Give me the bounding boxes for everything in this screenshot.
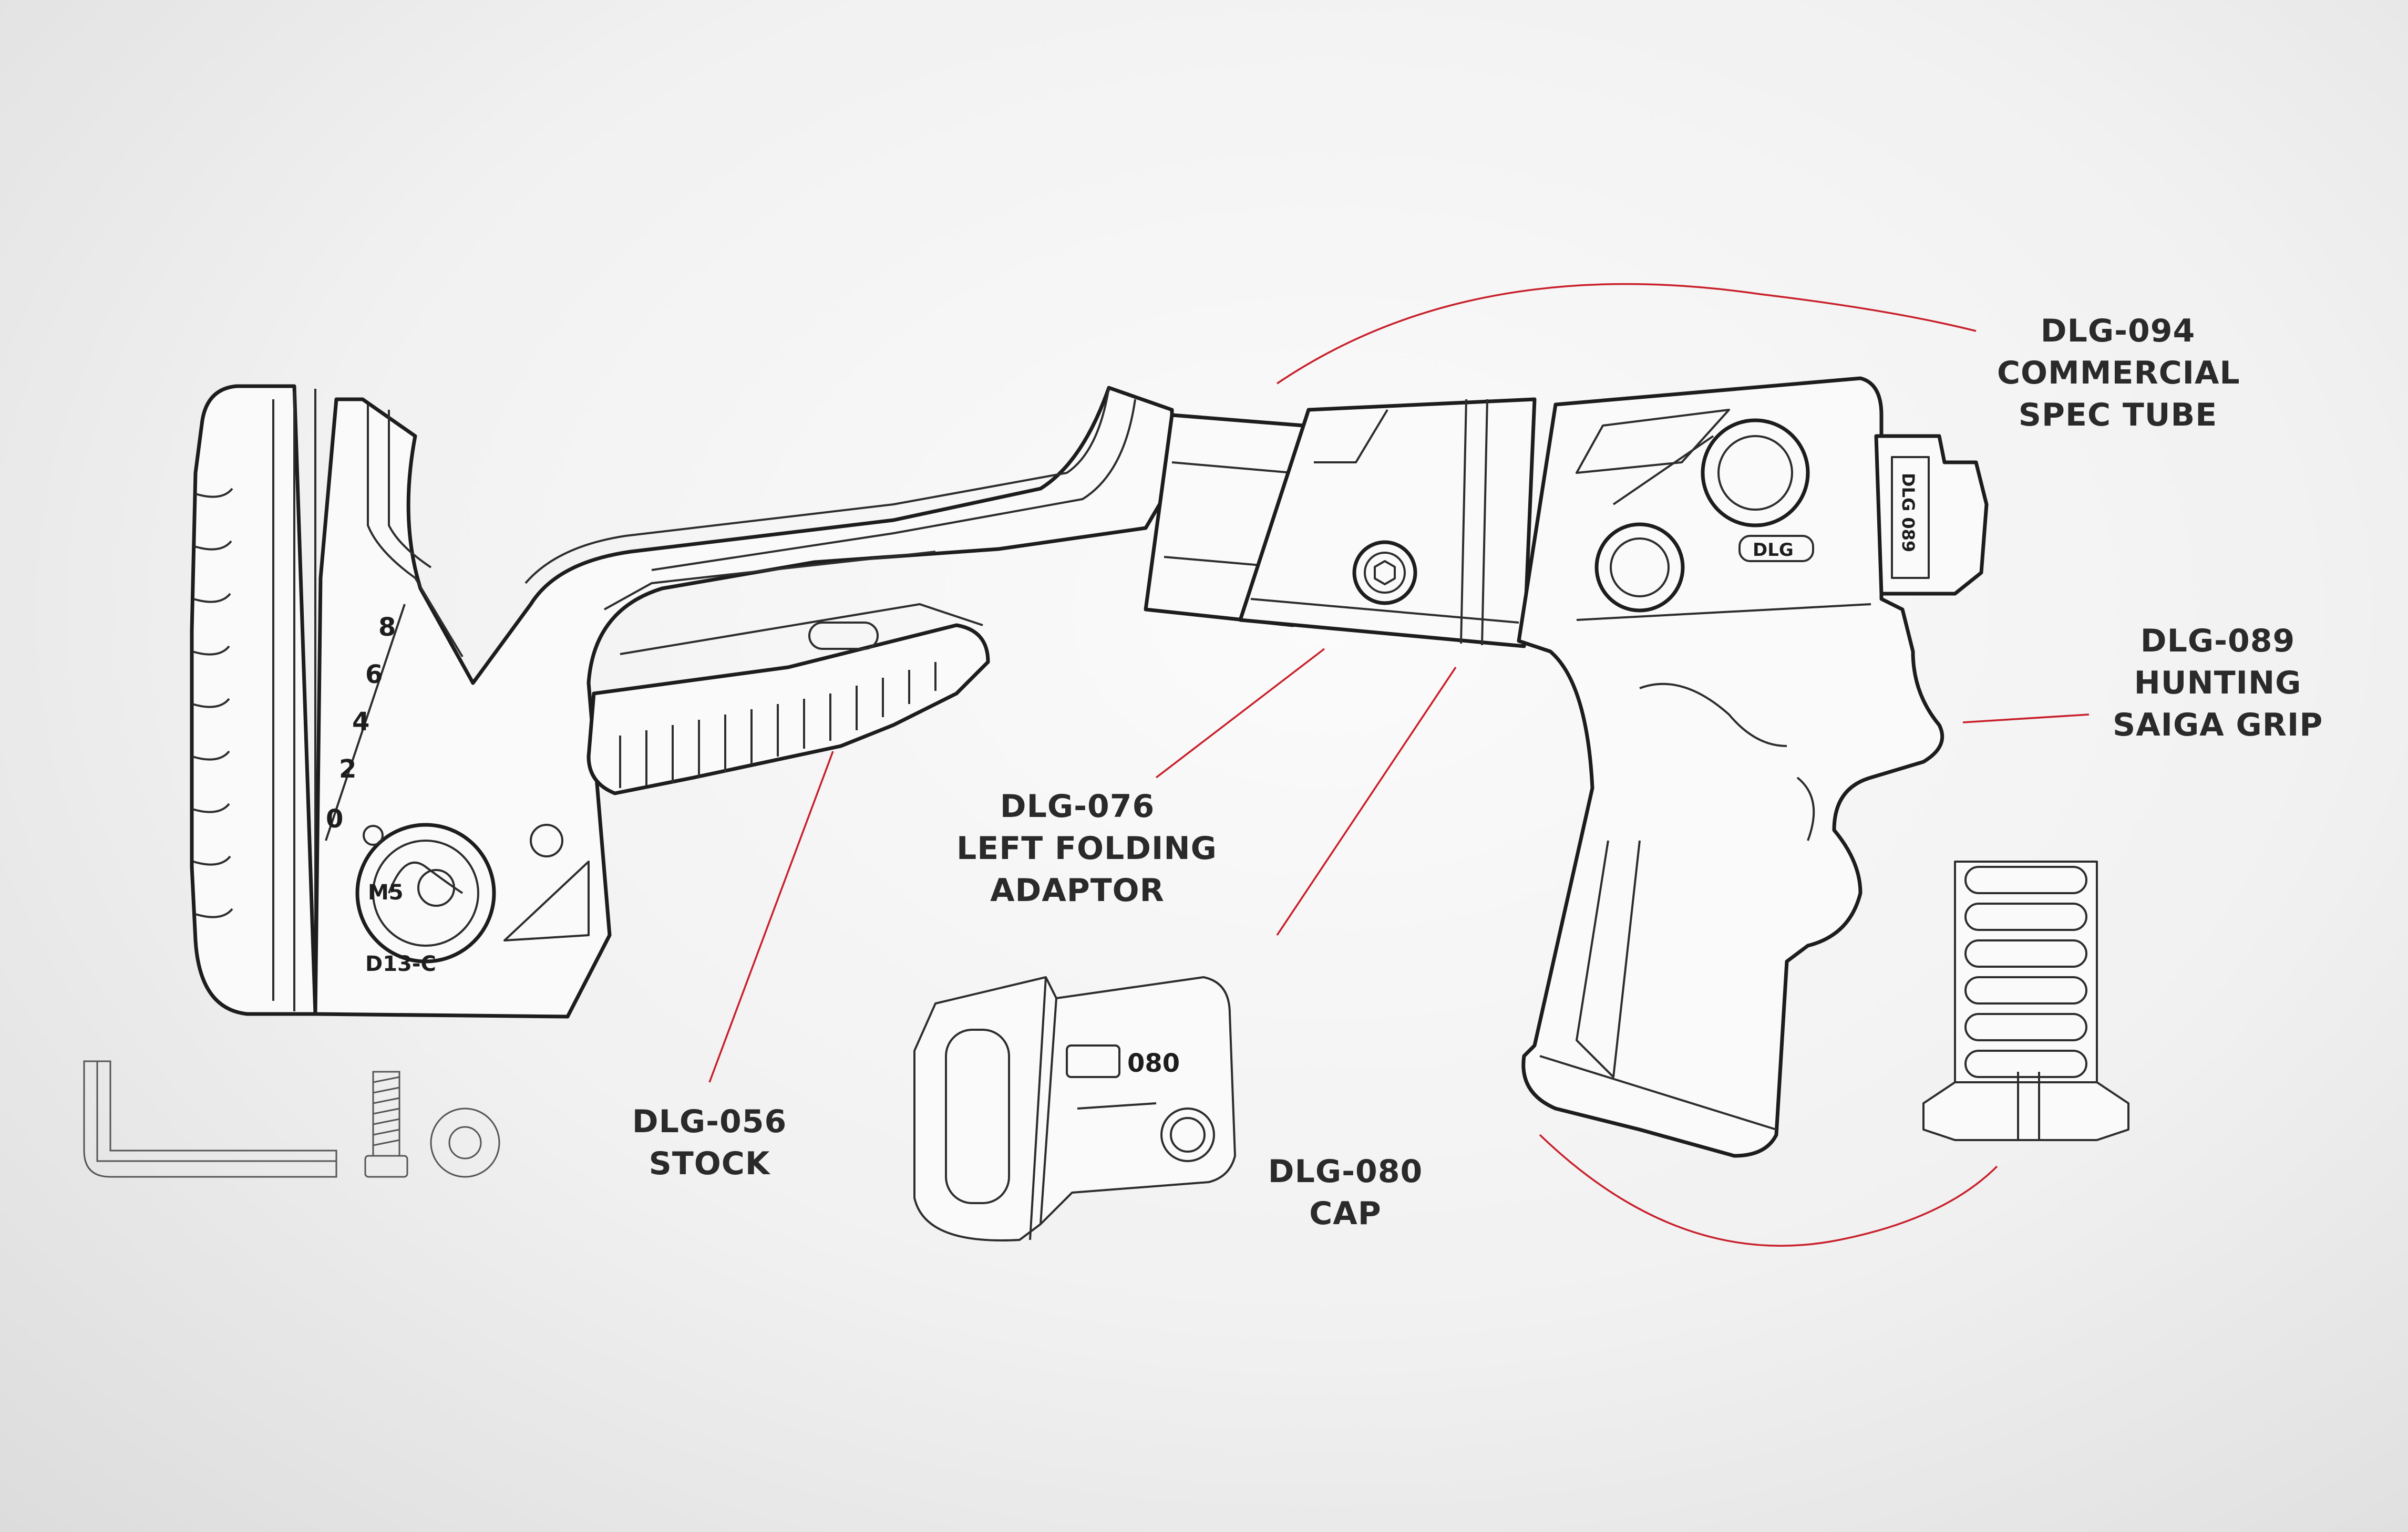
callout-commercial-spec-tube: DLG-094 COMMERCIAL SPEC TUBE — [1997, 310, 2240, 436]
brand-stamp: DLG — [1753, 540, 1794, 561]
spring-drawing — [1922, 861, 2129, 1141]
callout-cap-line1: CAP — [1309, 1195, 1382, 1232]
callout-stock-code: DLG-056 — [632, 1103, 787, 1140]
callout-stock-line1: STOCK — [649, 1145, 770, 1182]
scale-mark-6: 6 — [365, 660, 383, 689]
screw-size-stamp: M5 — [368, 881, 404, 905]
callout-adaptor-line1: LEFT FOLDING — [956, 830, 1217, 867]
callout-stock: DLG-056 STOCK — [625, 1101, 794, 1185]
callout-cap-code: DLG-080 — [1268, 1153, 1423, 1190]
leader-line-cap — [1539, 1134, 1998, 1247]
scale-mark-0: 0 — [326, 804, 343, 834]
scale-mark-4: 4 — [352, 707, 369, 737]
stock-model-stamp: D13-C — [365, 952, 436, 976]
leader-line-adaptor-1 — [1155, 648, 1325, 779]
cap-drawing: 080 — [913, 976, 1236, 1241]
callout-tube-line2: SPEC TUBE — [2018, 397, 2218, 433]
hardware-drawing — [83, 1060, 500, 1178]
scale-mark-2: 2 — [339, 754, 356, 784]
leader-line-grip — [1962, 713, 2090, 723]
cap-model-stamp: 080 — [1127, 1049, 1180, 1078]
callout-adaptor-line2: ADAPTOR — [990, 872, 1165, 909]
callout-cap: DLG-080 CAP — [1261, 1151, 1429, 1235]
grip-model-stamp: DLG 089 — [1898, 473, 1918, 552]
stock-drawing: 8 6 4 2 0 M5 D13-C — [190, 384, 1174, 1019]
tube-and-adaptor-drawing — [1144, 397, 1537, 648]
leader-lines — [708, 283, 2090, 1247]
callout-adaptor-code: DLG-076 — [1000, 788, 1155, 825]
callout-grip-line1: HUNTING — [2134, 665, 2302, 701]
callout-grip-line2: SAIGA GRIP — [2113, 707, 2323, 743]
leader-line-tube — [1277, 283, 1977, 385]
grip-and-tube-drawing: DLG DLG 089 — [1517, 376, 1989, 1158]
callout-tube-code: DLG-094 — [2040, 313, 2196, 349]
callout-hunting-saiga-grip: DLG-089 HUNTING SAIGA GRIP — [2113, 620, 2323, 746]
leader-line-adaptor-2 — [1276, 667, 1457, 936]
callout-grip-code: DLG-089 — [2140, 623, 2296, 659]
leader-line-stock — [708, 751, 834, 1083]
callout-tube-line1: COMMERCIAL — [1997, 355, 2240, 391]
scale-mark-8: 8 — [378, 613, 396, 642]
callout-left-folding-adaptor: DLG-076 LEFT FOLDING ADAPTOR — [956, 785, 1217, 912]
